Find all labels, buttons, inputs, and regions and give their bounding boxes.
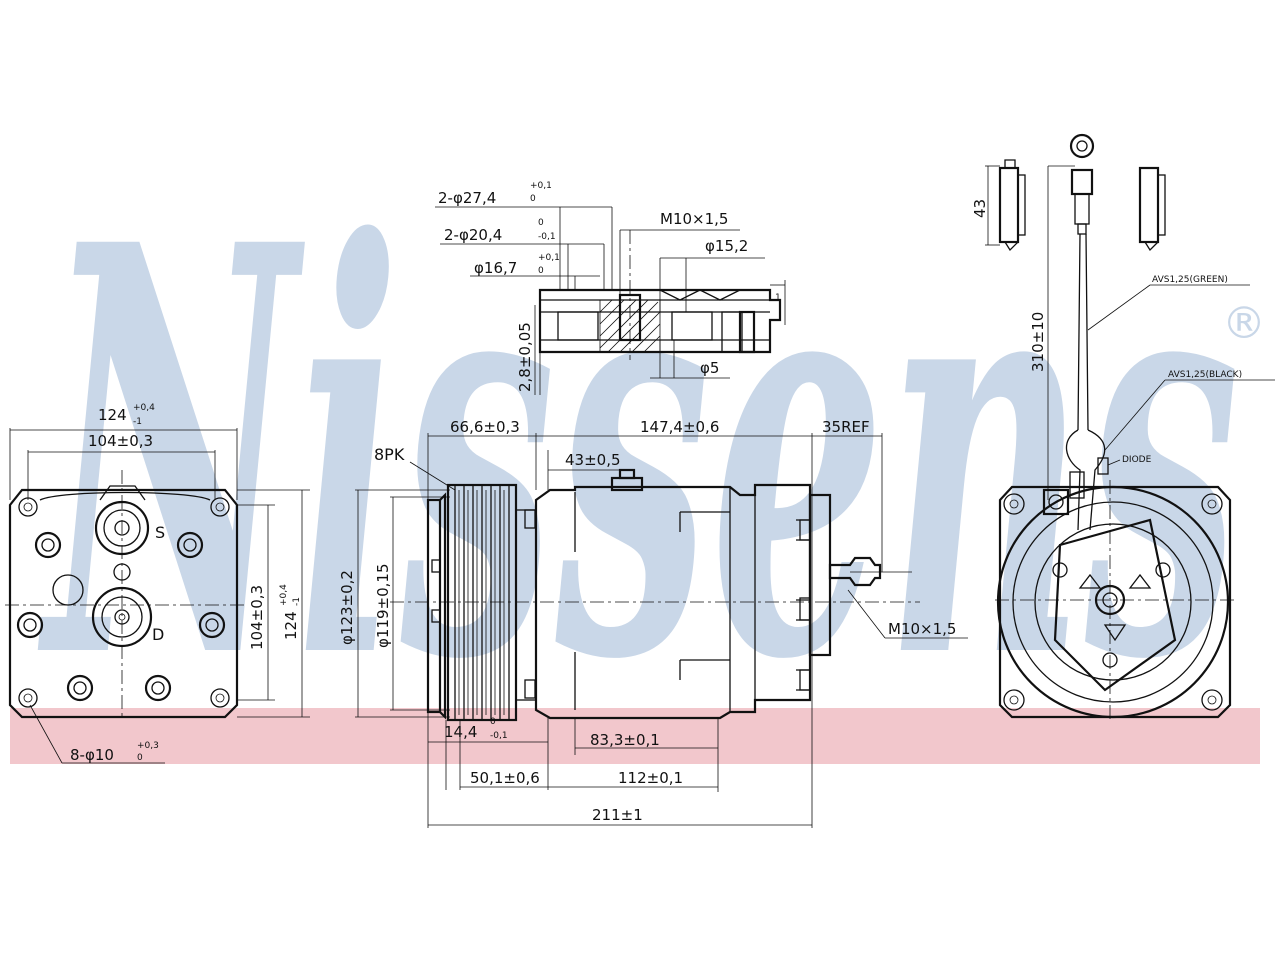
registered-mark: ®	[1222, 298, 1266, 349]
width-tol-lower: -1	[133, 417, 142, 427]
corner-lugs	[18, 497, 230, 708]
rear-thread: M10×1,5	[888, 620, 956, 638]
bore3: φ16,7	[474, 259, 517, 277]
thread-callout: M10×1,5	[660, 210, 728, 228]
bore1-tol-lower: 0	[530, 194, 536, 204]
bolt-holes	[16, 531, 226, 702]
length-a: 66,6±0,3	[450, 418, 520, 436]
height-bolts: 104±0,3	[248, 585, 266, 650]
pulley-label: 8PK	[374, 445, 405, 464]
dia-outer: φ123±0,2	[338, 570, 356, 645]
small-dim: 1	[775, 293, 781, 303]
bore2-tol-lower: -0,1	[538, 232, 556, 242]
connector-left	[998, 159, 1026, 252]
dia-bottom: φ5	[700, 359, 719, 377]
wire-harness	[1065, 133, 1109, 531]
width-main: 124	[98, 406, 127, 424]
length-c: 35REF	[822, 418, 870, 436]
depth: 2,8±0,05	[516, 322, 534, 392]
wire-length: 310±10	[1029, 312, 1047, 372]
bore3-tol-upper: +0,1	[538, 253, 560, 263]
clutch-hub	[1053, 518, 1177, 692]
rear-pulley	[996, 485, 1230, 719]
suction-label: S	[155, 523, 165, 542]
holes-tol-upper: +0,3	[137, 741, 159, 751]
bore1-tol-upper: +0,1	[530, 181, 552, 191]
dia-inner: φ119±0,15	[374, 564, 392, 649]
rear-view: 43 310±10 AVS1,25(GREEN) AVS1,25(BLACK) …	[971, 133, 1275, 722]
wire1-label: AVS1,25(GREEN)	[1152, 275, 1228, 285]
side-view: 66,6±0,3 147,4±0,6 35REF 43±0,5 8PK φ123…	[338, 418, 968, 828]
bore1: 2-φ27,4	[438, 189, 496, 207]
diode-label: DIODE	[1122, 455, 1152, 465]
width-bolts: 104±0,3	[88, 432, 153, 450]
height-main: 124	[282, 611, 300, 640]
height-tol-lower: -1	[292, 597, 302, 606]
compressor-body	[534, 483, 812, 720]
bore3-tol-lower: 0	[538, 266, 544, 276]
wire2-label: AVS1,25(BLACK)	[1168, 370, 1242, 380]
connector-right	[1138, 166, 1166, 252]
total-length: 211±1	[592, 806, 643, 824]
length-f: 50,1±0,6	[470, 769, 540, 787]
length-g: 112±0,1	[618, 769, 683, 787]
rear-plate	[998, 485, 1232, 719]
width-tol-upper: +0,4	[133, 403, 155, 413]
rear-corner-bosses	[1003, 488, 1223, 711]
front-view: S D 124 +0,4 -1 104±0,3 104±0,3 124 +0,4…	[5, 403, 310, 764]
offset-tol-upper: 0	[490, 717, 496, 727]
height-tol-upper: +0,4	[279, 584, 289, 606]
front-plate	[8, 488, 239, 719]
bore2: 2-φ20,4	[444, 226, 502, 244]
dia-top: φ15,2	[705, 237, 748, 255]
connector-height: 43	[971, 199, 989, 218]
bore2-tol-upper: 0	[538, 218, 544, 228]
offset-tol-lower: -0,1	[490, 731, 508, 741]
length-b: 147,4±0,6	[640, 418, 719, 436]
watermark-logo: Nissens	[36, 125, 1240, 783]
discharge-label: D	[152, 625, 164, 644]
length-e: 83,3±0,1	[590, 731, 660, 749]
holes-tol-lower: 0	[137, 753, 143, 763]
holes-callout: 8-φ10	[70, 746, 114, 764]
fitting-detail: 2-φ27,4 +0,1 0 2-φ20,4 0 -0,1 φ16,7 +0,1…	[435, 181, 786, 395]
length-d: 43±0,5	[565, 451, 621, 469]
offset: 14,4	[444, 723, 477, 741]
